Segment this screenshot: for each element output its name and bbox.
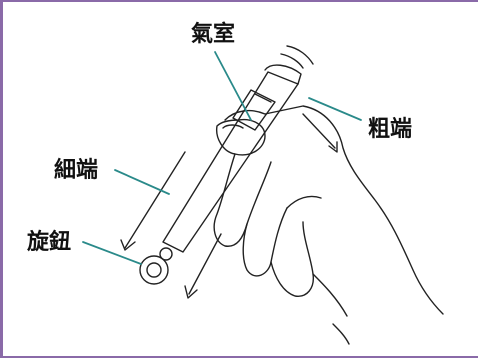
ring-finger <box>270 221 314 297</box>
leader-thin-end <box>114 169 170 195</box>
index-finger <box>213 153 272 247</box>
knob-tip <box>159 247 173 261</box>
label-thick-end: 粗端 <box>368 117 413 142</box>
arrow-shaft-index <box>188 233 222 295</box>
label-air-chamber: 氣室 <box>191 22 236 47</box>
pen-barrel <box>162 71 299 253</box>
leader-thick-end <box>308 97 362 121</box>
label-knob: 旋鈕 <box>27 230 72 255</box>
motion-mark <box>280 53 304 69</box>
palm-crease <box>286 195 322 209</box>
arrow-head-thick <box>328 141 338 153</box>
arrow-shaft-thick <box>302 113 336 149</box>
label-thin-end: 細端 <box>54 158 99 183</box>
hand-outline <box>224 105 444 315</box>
knob-inner <box>146 262 162 278</box>
arrow-head-index <box>184 285 198 299</box>
leader-air-chamber <box>214 51 252 121</box>
thumb <box>216 118 266 156</box>
motion-mark <box>286 45 314 65</box>
arrow-head-thin <box>120 239 136 251</box>
thumbnail <box>222 124 244 129</box>
leader-knob <box>82 241 142 265</box>
middle-finger <box>242 207 288 277</box>
wrist-line <box>332 323 350 345</box>
pen-hand-illustration <box>82 45 444 345</box>
arrow-shaft-thin <box>124 151 186 249</box>
palm-lower <box>312 273 348 317</box>
pen-cap <box>264 64 302 85</box>
air-chamber-window <box>232 89 276 131</box>
knob-outer <box>139 255 169 285</box>
